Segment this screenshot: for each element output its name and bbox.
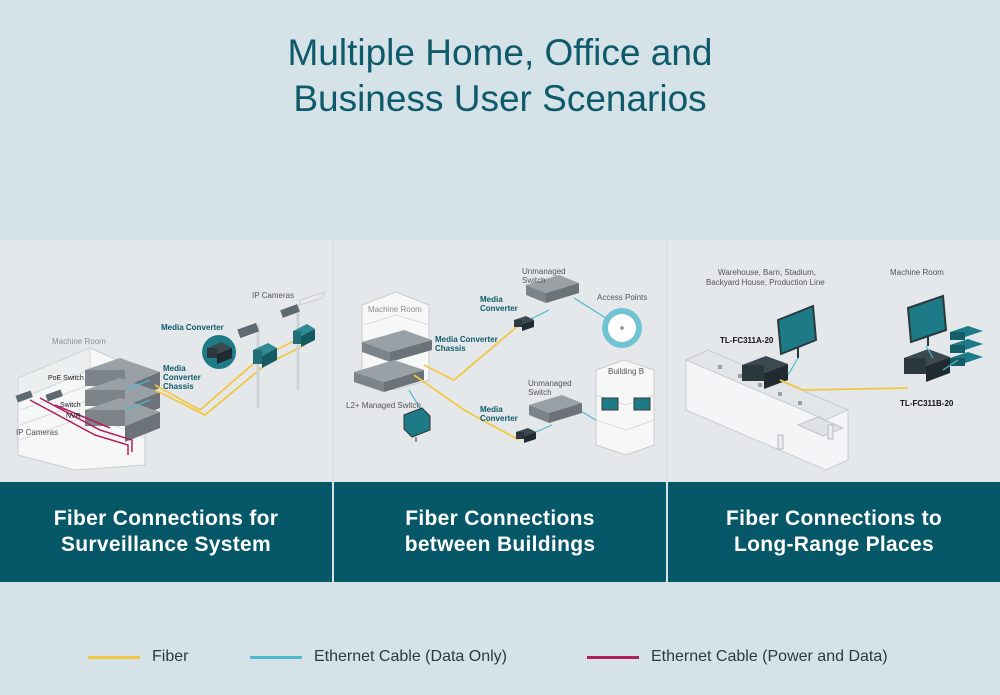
unmanaged-switch-bottom-icon (529, 395, 582, 423)
model-b-label: TL-FC311B-20 (900, 399, 954, 408)
building-b-illustration (595, 359, 655, 456)
model-a-label: TL-FC311A-20 (720, 336, 774, 345)
scenario-panel-long-range: Warehouse, Barn, Stadium, Backyard House… (668, 240, 1000, 582)
legend-label-fiber: Fiber (152, 648, 189, 665)
camera-pole-icon (237, 291, 326, 408)
server-stack-icon (950, 326, 983, 366)
media-converter-bottom-icon (516, 428, 536, 443)
page-title: Multiple Home, Office and Business User … (0, 30, 1000, 122)
long-range-diagram: Warehouse, Barn, Stadium, Backyard House… (668, 240, 1000, 482)
chassis-label-2: Converter (163, 373, 201, 382)
unmanaged-bottom-label-1: Unmanaged (528, 379, 572, 388)
legend-swatch-ethernet-data (250, 655, 302, 659)
l2-switch-label: L2+ Managed Switch (346, 401, 421, 410)
warehouse-label-1: Warehouse, Barn, Stadium, (718, 268, 816, 277)
mc-top-label-1: Media (480, 295, 503, 304)
legend-swatch-ethernet-power (587, 655, 639, 659)
machine-room-label: Machine Room (368, 305, 422, 314)
ip-cameras-top-label: IP Cameras (252, 291, 294, 300)
long-range-caption: Fiber Connections to Long-Range Places (668, 482, 1000, 582)
access-points-label: Access Points (597, 293, 647, 302)
legend-label-ethernet-power: Ethernet Cable (Power and Data) (651, 648, 888, 665)
fiber-cables (154, 337, 306, 417)
building-b-label: Building B (608, 367, 644, 376)
chassis-label-1: Media Converter (435, 335, 498, 344)
fiber-cables (413, 324, 520, 441)
warehouse-label-2: Backyard House, Production Line (706, 278, 825, 287)
mc-bottom-label-1: Media (480, 405, 503, 414)
chassis-label-1: Media (163, 364, 186, 373)
legend-swatch-fiber (88, 655, 140, 659)
unmanaged-bottom-label-2: Switch (528, 388, 552, 397)
unmanaged-top-label-1: Unmanaged (522, 267, 566, 276)
caption-line1: Fiber Connections (405, 507, 595, 530)
legend-item-ethernet-power: Ethernet Cable (Power and Data) (587, 645, 888, 669)
legend-item-fiber: Fiber (88, 645, 188, 669)
caption-line1: Fiber Connections for (53, 507, 279, 530)
fiber-cables (779, 379, 909, 391)
cable-legend: Fiber Ethernet Cable (Data Only) Etherne… (0, 645, 1000, 669)
monitor-icon (776, 304, 818, 358)
switch-label: Switch (60, 402, 81, 409)
scenario-panel-buildings: Machine Room L2+ Managed Switch Media Co… (334, 240, 666, 582)
machine-room-label: Machine Room (890, 268, 944, 277)
chassis-label-3: Chassis (163, 382, 194, 391)
caption-line2: Surveillance System (61, 533, 271, 556)
surveillance-caption: Fiber Connections for Surveillance Syste… (0, 482, 332, 582)
unmanaged-top-label-2: Switch (522, 276, 546, 285)
legend-item-ethernet-data: Ethernet Cable (Data Only) (250, 645, 507, 669)
chassis-label-2: Chassis (435, 344, 466, 353)
ethernet-cables (124, 379, 151, 411)
mc-top-label-2: Converter (480, 304, 518, 313)
caption-line2: between Buildings (404, 533, 596, 556)
poe-switch-label: PoE Switch (48, 375, 84, 382)
buildings-diagram: Machine Room L2+ Managed Switch Media Co… (334, 240, 666, 482)
media-converter-icon (742, 356, 788, 389)
surveillance-diagram: Machine Room PoE Switch Switch NVR IP Ca… (0, 240, 332, 482)
scenario-panels: Machine Room PoE Switch Switch NVR IP Ca… (0, 240, 1000, 582)
unmanaged-switch-icon (526, 275, 579, 303)
scenario-panel-surveillance: Machine Room PoE Switch Switch NVR IP Ca… (0, 240, 332, 582)
media-converter-icon (514, 316, 534, 331)
monitor-icon (403, 407, 431, 442)
media-converter-label: Media Converter (161, 323, 224, 332)
monitor-right-icon (906, 294, 948, 346)
ip-cameras-left-label: IP Cameras (16, 428, 58, 437)
legend-label-ethernet-data: Ethernet Cable (Data Only) (314, 648, 507, 665)
ethernet-cables (787, 345, 959, 376)
poe-cables (29, 397, 133, 455)
page-title-line2: Business User Scenarios (293, 78, 707, 119)
equipment-rack-illustration (85, 358, 160, 442)
ip-camera-icon (15, 389, 63, 403)
mc-bottom-label-2: Converter (480, 414, 518, 423)
media-converter-callout (202, 335, 236, 369)
caption-line2: Long-Range Places (734, 533, 934, 556)
page-title-line1: Multiple Home, Office and (287, 32, 713, 73)
buildings-caption: Fiber Connections between Buildings (334, 482, 666, 582)
caption-line1: Fiber Connections to (726, 507, 942, 530)
machine-room-label: Machine Room (52, 337, 106, 346)
nvr-label: NVR (66, 413, 81, 420)
access-point-icon (602, 308, 642, 348)
media-converter-right-icon (904, 349, 950, 382)
